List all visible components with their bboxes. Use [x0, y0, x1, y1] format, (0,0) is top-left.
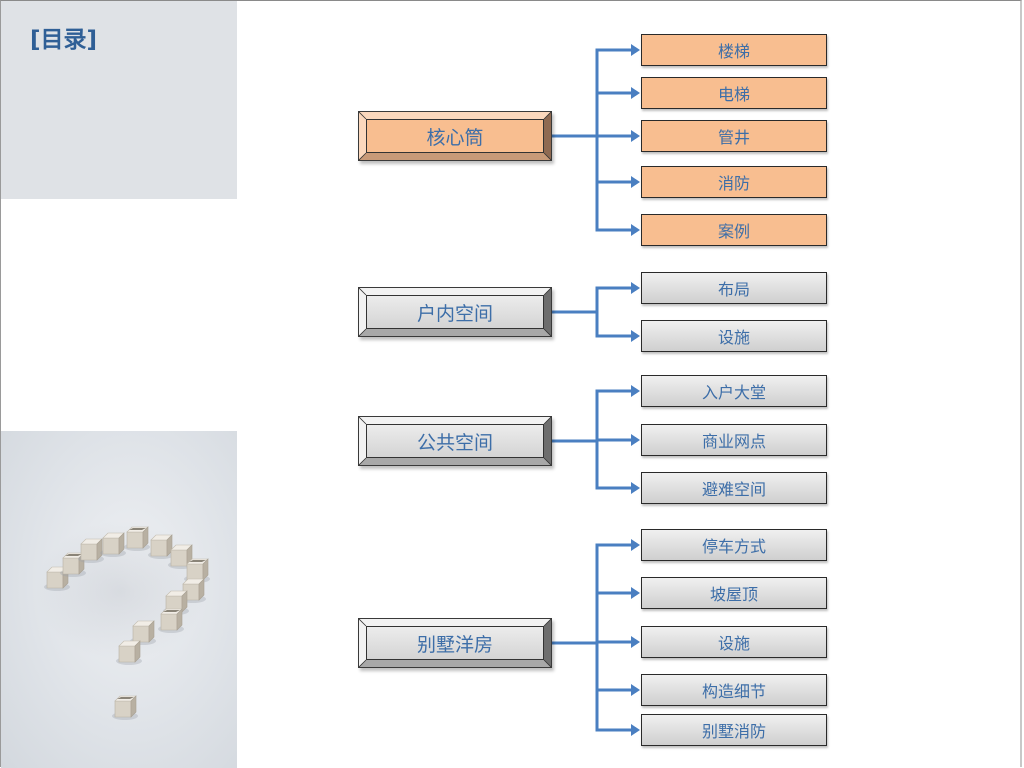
topic-item[interactable]: 案例: [641, 214, 827, 246]
topic-item[interactable]: 别墅消防: [641, 714, 827, 746]
box-cube-icon: [158, 608, 184, 633]
topic-item[interactable]: 楼梯: [641, 34, 827, 66]
category-label: 公共空间: [366, 424, 544, 458]
topic-item[interactable]: 消防: [641, 166, 827, 198]
bevel-frame: [359, 288, 551, 336]
arrow-head-icon: [631, 385, 640, 397]
box-cube-icon: [100, 532, 126, 557]
arrow-head-icon: [631, 684, 640, 696]
bevel-frame: [359, 417, 551, 465]
arrow-head-icon: [631, 44, 640, 56]
sidebar-image-panel: [1, 431, 237, 768]
sidebar-top-panel: [目录]: [1, 1, 237, 199]
box-cube-icon: [112, 695, 138, 720]
arrow-head-icon: [631, 482, 640, 494]
arrow-head-icon: [631, 587, 640, 599]
arrow-head-icon: [631, 724, 640, 736]
arrow-head-icon: [631, 87, 640, 99]
topic-item[interactable]: 设施: [641, 320, 827, 352]
category-villa[interactable]: 别墅洋房: [358, 618, 552, 668]
topic-item[interactable]: 布局: [641, 272, 827, 304]
topic-item[interactable]: 停车方式: [641, 529, 827, 561]
arrow-head-icon: [631, 636, 640, 648]
box-cube-icon: [148, 534, 174, 559]
box-cube-icon: [60, 552, 86, 577]
arrow-head-icon: [631, 539, 640, 551]
topic-item[interactable]: 坡屋顶: [641, 577, 827, 609]
arrow-head-icon: [631, 282, 640, 294]
box-cube-icon: [78, 538, 104, 563]
toc-title: [目录]: [30, 27, 98, 53]
category-label: 别墅洋房: [366, 626, 544, 660]
bevel-frame: [359, 619, 551, 667]
topic-item[interactable]: 避难空间: [641, 472, 827, 504]
category-label: 核心筒: [366, 119, 544, 153]
category-indoor[interactable]: 户内空间: [358, 287, 552, 337]
topic-item[interactable]: 设施: [641, 626, 827, 658]
category-public[interactable]: 公共空间: [358, 416, 552, 466]
bevel-frame: [359, 112, 551, 160]
topic-item[interactable]: 商业网点: [641, 424, 827, 456]
arrow-head-icon: [631, 176, 640, 188]
topic-item[interactable]: 电梯: [641, 77, 827, 109]
category-core[interactable]: 核心筒: [358, 111, 552, 161]
topic-item[interactable]: 构造细节: [641, 674, 827, 706]
box-cube-icon: [116, 640, 142, 665]
topic-item[interactable]: 管井: [641, 120, 827, 152]
arrow-head-icon: [631, 224, 640, 236]
question-mark-boxes-image: [36, 521, 210, 720]
arrow-head-icon: [631, 330, 640, 342]
category-label: 户内空间: [366, 295, 544, 329]
topic-item[interactable]: 入户大堂: [641, 375, 827, 407]
arrow-head-icon: [631, 434, 640, 446]
box-cube-icon: [168, 544, 194, 569]
arrow-head-icon: [631, 130, 640, 142]
box-cube-icon: [124, 526, 150, 551]
